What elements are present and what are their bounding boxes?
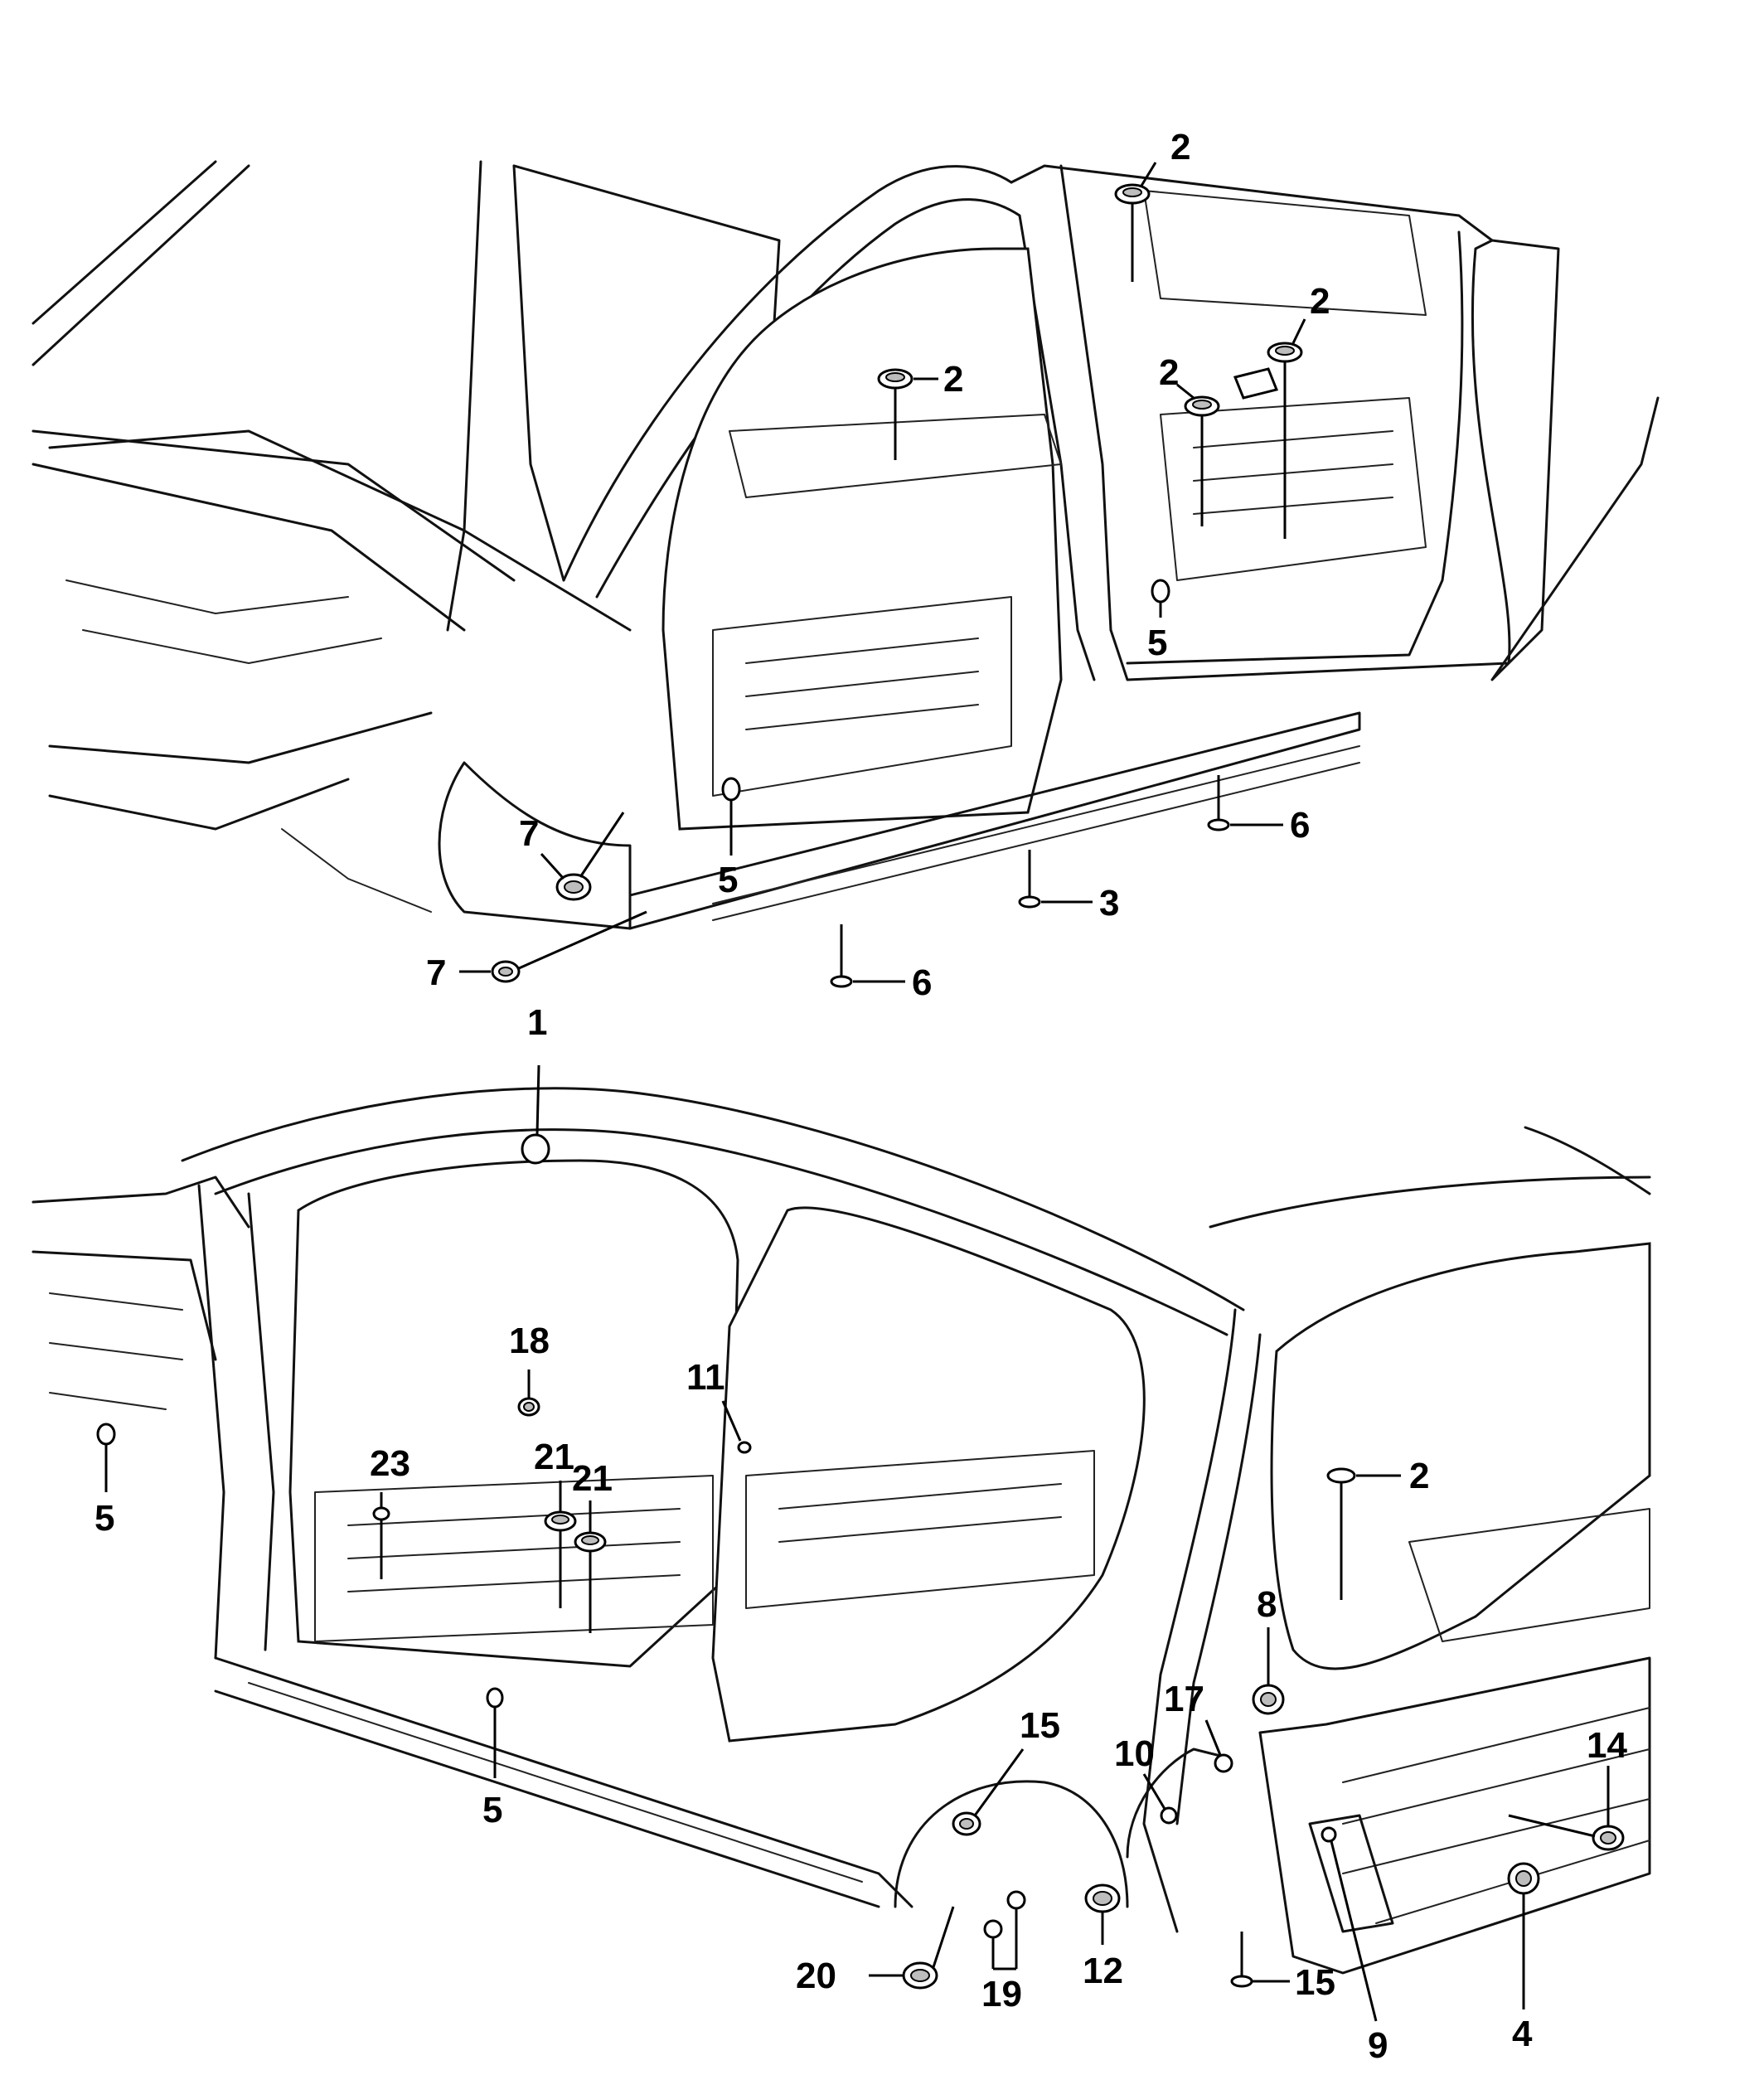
plug-1 bbox=[521, 1133, 550, 1165]
callout-23: 23 bbox=[370, 1443, 410, 1484]
callout-20: 20 bbox=[796, 1956, 836, 1996]
callout-21-a: 21 bbox=[534, 1437, 574, 1477]
plug-23 bbox=[372, 1506, 390, 1521]
plug-9 bbox=[1321, 1826, 1337, 1843]
callout-10: 10 bbox=[1114, 1733, 1155, 1774]
plug-10 bbox=[1160, 1806, 1178, 1825]
callout-15-b: 15 bbox=[1295, 1962, 1335, 2003]
callout-19: 19 bbox=[981, 1974, 1022, 2014]
callout-15-a: 15 bbox=[1020, 1705, 1060, 1746]
callout-2-bottom: 2 bbox=[1409, 1456, 1429, 1496]
plug-6-top-b bbox=[830, 975, 853, 988]
lower-body-structure-illustration bbox=[32, 1087, 1651, 1975]
callout-1: 1 bbox=[527, 1002, 547, 1043]
callout-3: 3 bbox=[1099, 883, 1119, 923]
callout-4: 4 bbox=[1512, 2014, 1533, 2054]
callout-9: 9 bbox=[1368, 2025, 1388, 2066]
leader-lines bbox=[104, 162, 1610, 2022]
callout-11: 11 bbox=[686, 1357, 725, 1398]
callout-8: 8 bbox=[1257, 1584, 1277, 1625]
callout-18: 18 bbox=[509, 1321, 550, 1361]
plug-11 bbox=[737, 1441, 752, 1454]
callout-labels: 2 2 2 2 5 5 7 7 6 3 6 1 5 18 11 21 23 21… bbox=[94, 127, 1627, 2066]
plug-5-top-b bbox=[721, 777, 741, 802]
callout-12: 12 bbox=[1083, 1951, 1123, 1991]
callout-7-top-a: 7 bbox=[519, 813, 539, 854]
callout-5-top-b: 5 bbox=[718, 860, 738, 900]
callout-2-top-c: 2 bbox=[1159, 352, 1179, 393]
plug-6-top-a bbox=[1207, 818, 1230, 831]
plug-5-bottom-b bbox=[486, 1687, 504, 1709]
plug-2-bottom bbox=[1326, 1467, 1356, 1484]
upper-body-structure-illustration bbox=[32, 160, 1660, 930]
plug-5-bottom-a bbox=[96, 1423, 116, 1446]
callout-5-top-a: 5 bbox=[1147, 623, 1167, 663]
callout-5-bottom-a: 5 bbox=[94, 1498, 114, 1539]
plug-19-a bbox=[1006, 1890, 1026, 1910]
plug-19-b bbox=[983, 1919, 1003, 1939]
callout-2-top-a: 2 bbox=[1170, 127, 1190, 167]
plug-3-top bbox=[1018, 895, 1041, 909]
plug-15-b bbox=[1230, 1975, 1253, 1988]
plug-17 bbox=[1214, 1753, 1233, 1773]
callout-6-top-b: 6 bbox=[912, 962, 932, 1003]
plug-5-top-a bbox=[1151, 579, 1170, 604]
callout-21-b: 21 bbox=[572, 1458, 613, 1499]
callout-7-top-b: 7 bbox=[426, 953, 446, 993]
callout-14: 14 bbox=[1587, 1725, 1627, 1766]
callout-2-top-b: 2 bbox=[943, 359, 963, 400]
callout-5-bottom-b: 5 bbox=[482, 1790, 502, 1830]
callout-6-top-a: 6 bbox=[1290, 805, 1310, 846]
callout-17: 17 bbox=[1164, 1679, 1204, 1719]
patch-top bbox=[1233, 367, 1279, 400]
callout-2-top-d: 2 bbox=[1310, 281, 1330, 322]
